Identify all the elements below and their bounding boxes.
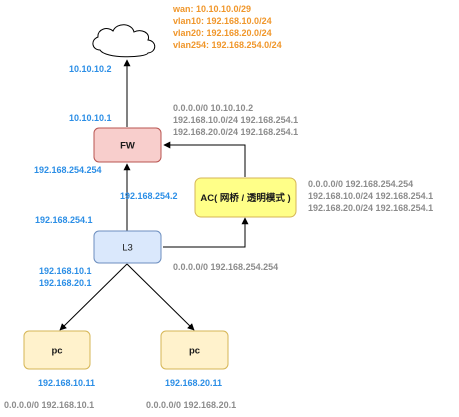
ac-node-box[interactable]: [194, 177, 297, 218]
link-l3-pc2: [126, 263, 195, 331]
l3-uplink-address: 192.168.254.1: [35, 215, 93, 225]
l3-gateway-vlan20: 192.168.20.1: [39, 278, 92, 288]
pc2-node-label: pc: [189, 346, 200, 357]
pc1-node[interactable]: pc: [23, 330, 91, 370]
ac-route-3: 192.168.20.0/24 192.168.254.1: [308, 203, 433, 213]
ac-route-1: 0.0.0.0/0 192.168.254.254: [308, 179, 413, 189]
link-ac-fw: [163, 141, 246, 177]
fw-node[interactable]: FW: [93, 127, 162, 163]
pc2-address: 192.168.20.11: [165, 378, 222, 388]
wan-info-line-1: wan: 10.10.10.0/29: [172, 4, 251, 14]
fw-route-1: 0.0.0.0/0 10.10.10.2: [173, 103, 253, 113]
internet-cloud-icon[interactable]: [92, 24, 156, 58]
fw-route-2: 192.168.10.0/24 192.168.254.1: [173, 115, 298, 125]
ac-node[interactable]: AC( 网桥 / 透明模式 ): [194, 177, 297, 218]
fw-node-box[interactable]: [93, 127, 162, 163]
fw-lan-address: 192.168.254.254: [34, 165, 102, 175]
cloud-side-address: 10.10.10.2: [69, 64, 112, 74]
pc1-address: 192.168.10.11: [38, 378, 95, 388]
l3-node-box[interactable]: [93, 230, 162, 264]
pc2-route: 0.0.0.0/0 192.168.20.1: [146, 400, 236, 410]
fw-wan-address: 10.10.10.1: [69, 113, 112, 123]
ac-route-2: 192.168.10.0/24 192.168.254.1: [308, 191, 433, 201]
fw-node-label: FW: [120, 141, 135, 152]
pc1-node-box[interactable]: [23, 330, 91, 370]
wan-info-line-4: vlan254: 192.168.254.0/24: [173, 40, 282, 50]
link-l3-ac: [163, 217, 249, 248]
wan-info-line-2: vlan10: 192.168.10.0/24: [173, 16, 272, 26]
l3-node[interactable]: L3: [93, 230, 162, 264]
link-l3-pc1: [59, 263, 128, 331]
l3-route: 0.0.0.0/0 192.168.254.254: [173, 262, 278, 272]
l3-gateway-vlan10: 192.168.10.1: [39, 266, 92, 276]
pc2-node-box[interactable]: [160, 330, 229, 370]
ac-address: 192.168.254.2: [120, 191, 178, 201]
fw-route-3: 192.168.20.0/24 192.168.254.1: [173, 127, 298, 137]
wan-info-line-3: vlan20: 192.168.20.0/24: [173, 28, 272, 38]
l3-node-label: L3: [122, 243, 133, 254]
pc1-route: 0.0.0.0/0 192.168.10.1: [4, 400, 94, 410]
ac-node-label: AC( 网桥 / 透明模式 ): [200, 192, 290, 204]
pc1-node-label: pc: [51, 346, 62, 357]
pc2-node[interactable]: pc: [160, 330, 229, 370]
